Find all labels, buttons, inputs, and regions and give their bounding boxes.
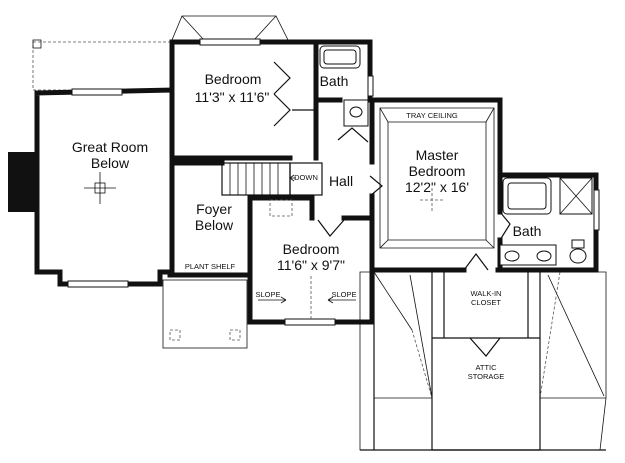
windows	[67, 38, 600, 326]
bedroom-bottom-size: 11'6" x 9'7"	[277, 257, 345, 273]
bedroom-bottom-name: Bedroom	[283, 241, 340, 257]
walkin-closet-line-2: CLOSET	[471, 298, 501, 307]
bath-master-name: Bath	[513, 223, 542, 239]
slope-right-label: SLOPE	[331, 290, 356, 299]
slope-left-label: SLOPE	[255, 290, 280, 299]
great-room-name-1: Great Room	[72, 139, 148, 155]
master-bedroom-name-2: Bedroom	[409, 163, 466, 179]
walkin-closet-line-1: WALK-IN	[471, 289, 502, 298]
great-room-name-2: Below	[91, 155, 130, 171]
stairs	[221, 162, 323, 196]
fireplace	[8, 152, 36, 212]
bedroom-top-size: 11'3" x 11'6"	[195, 89, 270, 105]
doors	[273, 61, 511, 357]
hall-name: Hall	[329, 173, 353, 189]
master-bedroom-name-1: Master	[416, 147, 459, 163]
attic-storage-line-1: ATTIC	[475, 363, 497, 372]
down-label: DOWN	[294, 173, 318, 182]
foyer-name-1: Foyer	[196, 201, 232, 217]
master-bedroom-size: 12'2" x 16'	[405, 179, 469, 195]
plant-shelf-label: PLANT SHELF	[185, 262, 236, 271]
ceiling-details	[84, 107, 495, 249]
bath-fixtures	[319, 45, 593, 266]
bath-top-name: Bath	[320, 73, 349, 89]
bedroom-top-name: Bedroom	[205, 71, 262, 87]
slope-arrows	[258, 276, 356, 320]
attic-storage-line-2: STORAGE	[468, 372, 505, 381]
tray-ceiling-label: TRAY CEILING	[406, 111, 458, 120]
foyer-name-2: Below	[195, 217, 234, 233]
